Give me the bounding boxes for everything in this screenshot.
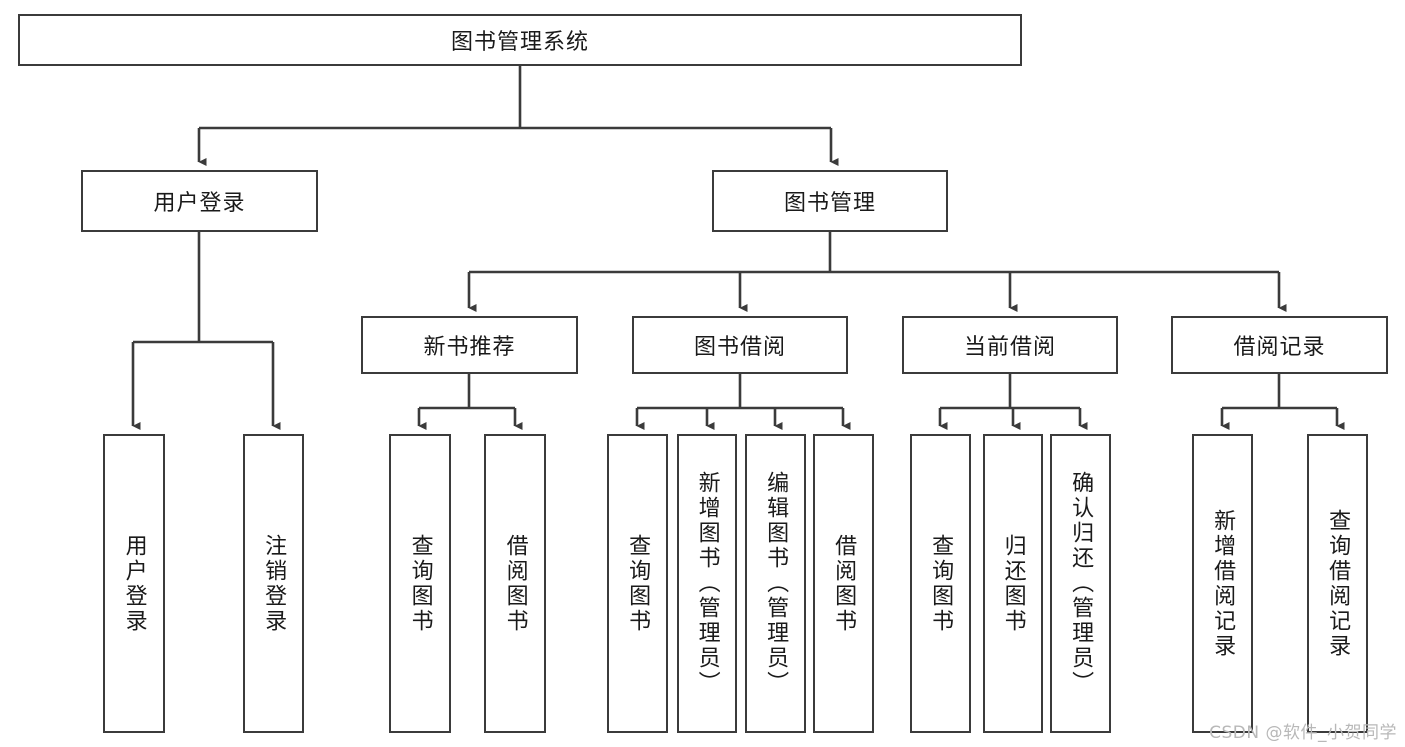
node-leaf-logout[interactable]: 注销登录	[243, 434, 304, 733]
node-book-manage[interactable]: 图书管理	[712, 170, 948, 232]
node-book-manage-label: 图书管理	[783, 191, 876, 216]
node-leaf-add-record-label: 新增借阅记录	[1210, 508, 1236, 659]
node-user-login[interactable]: 用户登录	[81, 170, 318, 232]
node-leaf-confirm-return[interactable]: 确认归还（管理员）	[1050, 434, 1111, 733]
node-borrow-record[interactable]: 借阅记录	[1171, 316, 1388, 374]
node-leaf-return-book-label: 归还图书	[1000, 533, 1026, 634]
node-leaf-logout-label: 注销登录	[261, 533, 287, 634]
node-leaf-query-book-2[interactable]: 查询图书	[607, 434, 668, 733]
node-leaf-query-record-label: 查询借阅记录	[1325, 508, 1351, 659]
node-book-borrow[interactable]: 图书借阅	[632, 316, 848, 374]
node-current-borrow-label: 当前借阅	[963, 335, 1056, 360]
node-leaf-confirm-return-label: 确认归还（管理员）	[1068, 471, 1094, 696]
node-book-borrow-label: 图书借阅	[693, 335, 786, 360]
node-leaf-query-book-3[interactable]: 查询图书	[910, 434, 971, 733]
node-new-book-recommend[interactable]: 新书推荐	[361, 316, 578, 374]
node-root[interactable]: 图书管理系统	[18, 14, 1022, 66]
node-leaf-edit-book-label: 编辑图书（管理员）	[763, 471, 789, 696]
node-leaf-borrow-book-2-label: 借阅图书	[831, 533, 857, 634]
node-leaf-query-book-1-label: 查询图书	[407, 533, 433, 634]
node-leaf-return-book[interactable]: 归还图书	[983, 434, 1043, 733]
node-leaf-add-book[interactable]: 新增图书（管理员）	[677, 434, 737, 733]
node-root-label: 图书管理系统	[450, 30, 589, 55]
node-leaf-query-book-2-label: 查询图书	[625, 533, 651, 634]
node-leaf-query-book-1[interactable]: 查询图书	[389, 434, 451, 733]
node-user-login-label: 用户登录	[153, 191, 246, 216]
node-leaf-edit-book[interactable]: 编辑图书（管理员）	[745, 434, 806, 733]
node-leaf-borrow-book-1-label: 借阅图书	[502, 533, 528, 634]
node-leaf-user-login-label: 用户登录	[121, 533, 147, 634]
node-current-borrow[interactable]: 当前借阅	[902, 316, 1118, 374]
node-leaf-user-login[interactable]: 用户登录	[103, 434, 165, 733]
node-leaf-add-record[interactable]: 新增借阅记录	[1192, 434, 1253, 733]
node-leaf-borrow-book-2[interactable]: 借阅图书	[813, 434, 874, 733]
node-new-book-recommend-label: 新书推荐	[423, 335, 516, 360]
node-leaf-borrow-book-1[interactable]: 借阅图书	[484, 434, 546, 733]
node-leaf-add-book-label: 新增图书（管理员）	[694, 471, 720, 696]
node-borrow-record-label: 借阅记录	[1233, 335, 1326, 360]
node-leaf-query-book-3-label: 查询图书	[928, 533, 954, 634]
node-leaf-query-record[interactable]: 查询借阅记录	[1307, 434, 1368, 733]
